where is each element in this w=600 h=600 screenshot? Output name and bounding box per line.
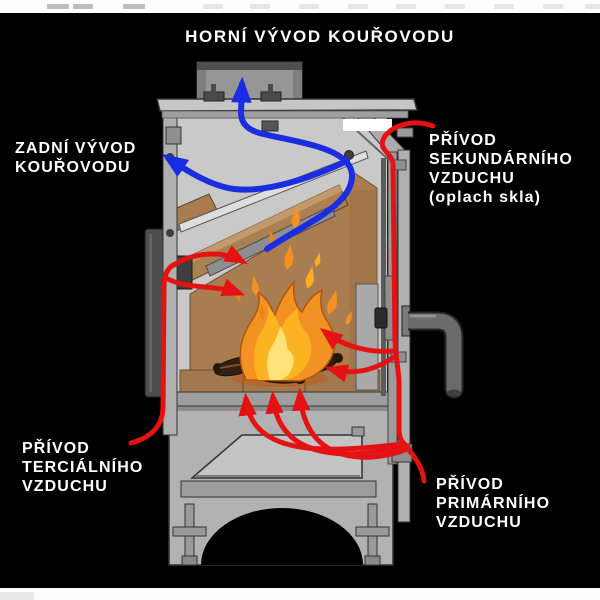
flue-gas-arrows [162,76,356,252]
firebox-floor [171,391,389,407]
primary-air-arrow-3 [291,387,410,460]
secondary-air-arrow-1 [319,328,396,354]
label-tertiary-air: PŘÍVOD TERCIÁLNÍHO VZDUCHU [22,440,144,495]
tertiary-air-arrow-1 [169,245,248,269]
primary-air-arrow-2 [265,390,408,457]
secondary-air-line [379,120,436,450]
strip-mark [250,4,270,9]
strip-mark [348,4,368,9]
label-secondary-air: PŘÍVOD SEKUNDÁRNÍHO VZDUCHU (oplach skla… [429,132,573,206]
log-guard [355,283,379,391]
strip-mark [299,4,319,9]
collar-clamp-bolts [203,84,282,102]
label-top-flue-outlet: HORNÍ VÝVOD KOUŘOVODU [185,27,455,46]
strip-mark [396,4,416,9]
base-arch-opening [201,508,363,565]
label-rear-flue-outlet: ZADNÍ VÝVOD KOUŘOVODU [15,140,137,176]
flue-gas-to-rear-outlet-arrow [162,153,350,193]
rear-heat-shield [144,228,166,398]
left-foot-bolt [172,503,207,566]
air-intake-pipe [401,305,464,399]
tertiary-air-arrow-2 [165,276,246,296]
bottom-edge-strip [0,588,600,600]
door-glass [381,158,386,396]
strip-mark [585,4,600,9]
strip-mark [73,4,93,9]
strip-mark [203,4,223,9]
air-supply-arrows [128,120,436,484]
right-foot-bolt [355,503,390,566]
strip-mark [445,4,465,9]
label-primary-air: PŘÍVOD PRIMÁRNÍHO VZDUCHU [436,476,551,531]
strip-mark [494,4,514,9]
top-edge-strip [0,0,600,13]
primary-air-arrow-1 [238,392,406,452]
door-handle [374,307,388,329]
flue-gas-to-top-outlet-arrow [231,76,356,252]
ash-pan [189,426,365,479]
top-plate [156,84,418,131]
strip-mark [123,4,145,9]
drawer-rail [180,480,377,498]
strip-corner [0,592,34,600]
secondary-air-arrow-2 [324,354,397,383]
tertiary-air-line [128,262,176,446]
strip-mark [543,4,563,9]
strip-mark [47,4,69,9]
